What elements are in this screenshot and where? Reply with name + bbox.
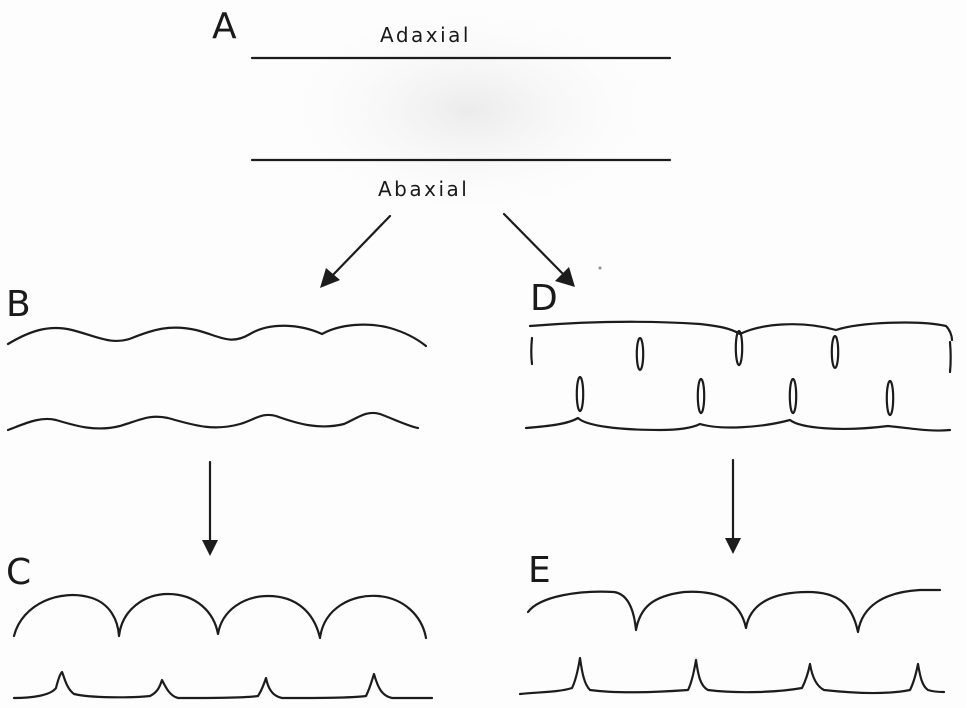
- panel-e-upper-bulging-cells: [528, 590, 940, 632]
- panel-e: E: [520, 550, 944, 694]
- cell-wall-mark: [736, 331, 742, 365]
- cell-wall-mark: [577, 377, 583, 411]
- panel-b-upper-wavy-surface: [8, 325, 426, 346]
- panel-d: D: [526, 278, 952, 431]
- arrow-d-to-e: [725, 460, 741, 554]
- panel-c-letter: C: [6, 552, 31, 593]
- panel-c-lower-peaked-surface: [14, 672, 432, 698]
- panel-c-upper-bulging-cells: [14, 594, 426, 638]
- cell-wall-mark: [887, 381, 893, 415]
- cell-wall-mark: [950, 342, 951, 372]
- arrowhead: [725, 538, 741, 554]
- cell-wall-mark: [637, 338, 643, 370]
- panel-e-letter: E: [528, 550, 551, 591]
- abaxial-label: Abaxial: [378, 177, 469, 201]
- panel-b-letter: B: [6, 284, 31, 325]
- panel-b: B: [6, 284, 426, 430]
- panel-c: C: [6, 552, 432, 698]
- cell-wall-mark: [531, 338, 532, 364]
- panel-b-lower-wavy-surface: [8, 413, 418, 430]
- panel-d-cell-walls: [531, 331, 951, 415]
- arrowhead: [202, 540, 218, 556]
- adaxial-label: Adaxial: [380, 23, 471, 47]
- arrow-a-to-b: [320, 216, 390, 288]
- panel-e-lower-peaked-surface: [520, 658, 944, 694]
- panel-a-letter: A: [212, 6, 237, 47]
- cell-wall-mark: [832, 336, 838, 368]
- panel-d-letter: D: [530, 278, 558, 319]
- arrow-a-to-d: [504, 214, 575, 287]
- cell-wall-mark: [790, 379, 796, 413]
- arrow-b-to-c: [202, 462, 218, 556]
- panel-d-lower-surface: [526, 418, 950, 431]
- cell-wall-mark: [698, 379, 704, 413]
- paper-speck: [598, 266, 601, 269]
